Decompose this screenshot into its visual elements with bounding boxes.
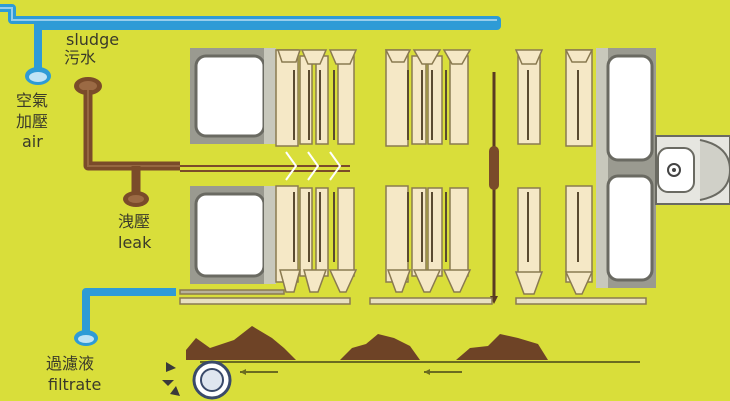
air-pipe: [0, 4, 501, 85]
bottom-caps-3: [514, 271, 594, 295]
top-caps-3: [514, 49, 594, 65]
filter-cakes: [186, 326, 548, 360]
flow-arrows: [285, 151, 342, 181]
hydraulic-cylinder-icon: [655, 135, 730, 205]
head-plate-upper: [190, 48, 276, 144]
bottom-caps-1: [279, 269, 358, 293]
top-caps-1: [276, 49, 358, 65]
conveyor-belt: [200, 361, 640, 375]
filtrate-label: filtrate: [48, 375, 102, 394]
tail-plate: [596, 48, 656, 288]
sludge-label-zh: 污水: [64, 48, 97, 67]
bottom-rails: [179, 289, 647, 305]
air-label-zh-1: 空氣: [16, 91, 49, 110]
filtrate-label-zh: 過濾液: [46, 354, 95, 373]
air-label: air: [22, 132, 43, 151]
cloth-lines-3: [527, 70, 579, 262]
air-label-zh-2: 加壓: [16, 112, 49, 131]
cloth-lines-2: [407, 70, 447, 262]
separator-rod: [489, 72, 499, 304]
leak-label-zh: 洩壓: [118, 212, 151, 231]
filtrate-pipe: [74, 288, 176, 346]
leak-label: leak: [118, 233, 152, 252]
cloth-lines-1: [293, 70, 335, 262]
sludge-pipe: [74, 77, 180, 207]
top-caps-2: [384, 49, 472, 65]
roller-icon: [162, 360, 232, 400]
sludge-label: sludge: [66, 30, 120, 49]
head-plate-lower: [190, 186, 276, 284]
bottom-caps-2: [386, 269, 472, 293]
